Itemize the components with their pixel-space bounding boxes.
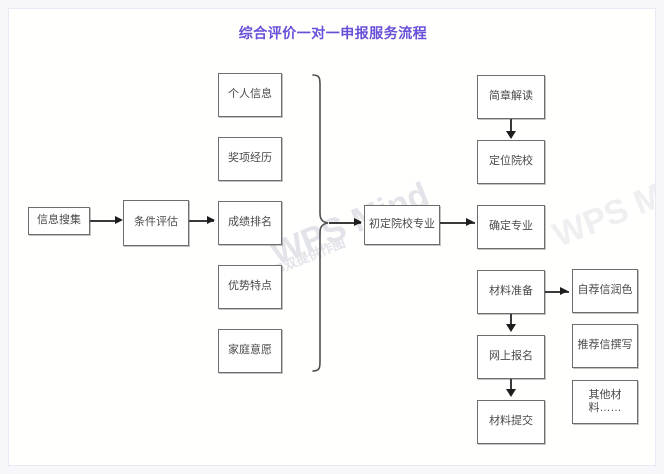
edge-line-prep-to-online — [510, 314, 512, 328]
node-strengths[interactable]: 优势特点 — [218, 265, 282, 309]
node-personal-info[interactable]: 个人信息 — [218, 73, 282, 117]
edge-line-brochure-to-locate — [510, 119, 512, 137]
watermark-brand-secondary: WPS Mind — [547, 157, 656, 255]
node-material-submit[interactable]: 材料提交 — [477, 400, 545, 444]
edge-line-group-to-school — [329, 222, 361, 224]
edge-line-online-to-submit — [510, 379, 512, 393]
node-condition-eval[interactable]: 条件评估 — [123, 200, 189, 246]
edge-line-info-to-eval — [90, 220, 116, 222]
edge-line-school-to-major — [440, 222, 475, 224]
node-family-wish[interactable]: 家庭意愿 — [218, 329, 282, 373]
group-brace-icon — [312, 74, 329, 372]
page-title: 综合评价一对一申报服务流程 — [238, 25, 428, 41]
node-grade-ranking[interactable]: 成绩排名 — [218, 201, 282, 245]
edge-arrow-online-to-submit — [506, 389, 516, 397]
edge-arrow-eval-to-group — [207, 216, 215, 224]
node-other-materials[interactable]: 其他材料…… — [572, 380, 638, 424]
edge-arrow-brochure-to-locate — [506, 131, 516, 139]
edge-line-prep-to-selfrec — [545, 291, 569, 293]
node-info-collection[interactable]: 信息搜集 — [28, 207, 90, 235]
edge-arrow-info-to-eval — [115, 216, 123, 224]
node-online-registration[interactable]: 网上报名 — [477, 335, 545, 379]
edge-arrow-prep-to-online — [506, 324, 516, 332]
edge-arrow-prep-to-selfrec — [560, 287, 568, 295]
node-awards-experience[interactable]: 奖项经历 — [218, 137, 282, 181]
diagram-canvas: 综合评价一对一申报服务流程 WPS Mind WPS双提供作图 WPS Mind… — [8, 8, 656, 466]
node-self-recommendation-polish[interactable]: 自荐信润色 — [572, 269, 638, 313]
edge-line-eval-to-group — [189, 220, 214, 222]
node-recommendation-letter-writing[interactable]: 推荐信撰写 — [572, 324, 638, 368]
node-material-prep[interactable]: 材料准备 — [477, 270, 545, 314]
node-locate-school[interactable]: 定位院校 — [477, 140, 545, 184]
edge-arrow-group-to-school — [354, 218, 362, 226]
node-confirm-major[interactable]: 确定专业 — [477, 205, 545, 249]
node-brochure-reading[interactable]: 简章解读 — [477, 75, 545, 119]
node-preliminary-school-major[interactable]: 初定院校专业 — [364, 205, 440, 245]
edge-arrow-school-to-major — [466, 218, 474, 226]
